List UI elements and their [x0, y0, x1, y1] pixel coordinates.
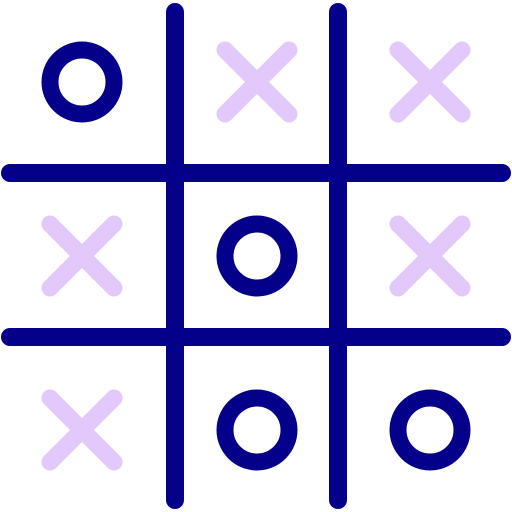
- board-cell-hit-area[interactable]: [177, 176, 337, 336]
- board-cell-r2-c2[interactable]: [177, 176, 337, 336]
- cross-x-icon: [389, 41, 471, 123]
- board-cell-r3-c1[interactable]: [2, 350, 162, 510]
- cross-x-icon: [41, 389, 123, 471]
- cross-x-stroke: [41, 215, 123, 297]
- cross-x-stroke: [216, 41, 298, 123]
- board-cell-r2-c1[interactable]: [2, 176, 162, 336]
- cross-x-icon: [216, 41, 298, 123]
- board-cell-hit-area[interactable]: [350, 350, 510, 510]
- cross-x-icon: [41, 215, 123, 297]
- board-cell-hit-area[interactable]: [177, 350, 337, 510]
- cross-x-stroke: [389, 215, 471, 297]
- board-cell-r1-c2[interactable]: [177, 2, 337, 162]
- board-cell-hit-area[interactable]: [2, 2, 162, 162]
- cross-x-stroke: [389, 41, 471, 123]
- circle-o-icon: [216, 389, 298, 471]
- cross-x-stroke: [41, 389, 123, 471]
- board-cell-r3-c2[interactable]: [177, 350, 337, 510]
- board-cell-r3-c3[interactable]: [350, 350, 510, 510]
- cross-x-icon: [389, 215, 471, 297]
- grid-lines: [1, 3, 511, 509]
- board-cell-r2-c3[interactable]: [350, 176, 510, 336]
- circle-o-icon: [389, 389, 471, 471]
- board-cell-r1-c3[interactable]: [350, 2, 510, 162]
- board-cell-r1-c1[interactable]: [2, 2, 162, 162]
- circle-o-icon: [41, 41, 123, 123]
- circle-o-icon: [216, 215, 298, 297]
